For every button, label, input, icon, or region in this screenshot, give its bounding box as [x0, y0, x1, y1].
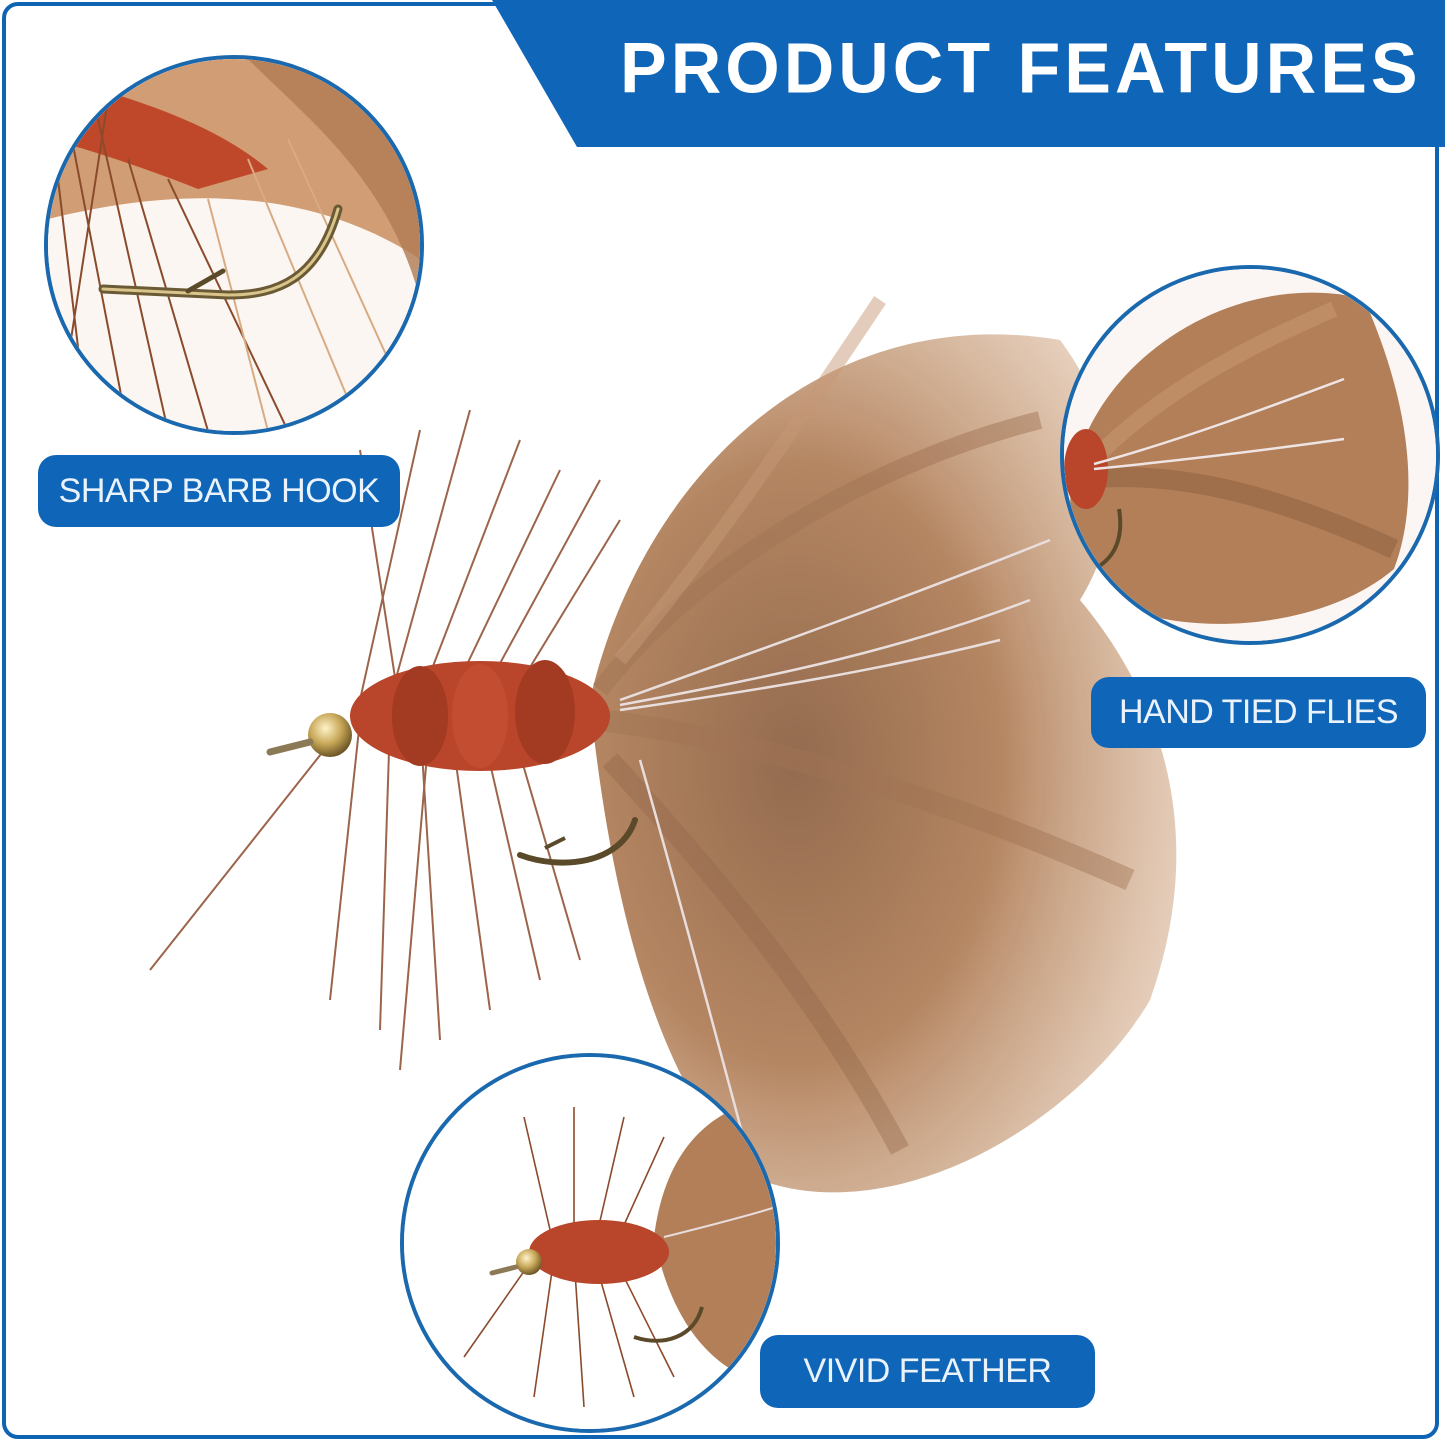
feature-label-sharp-barb-hook: SHARP BARB HOOK [38, 455, 400, 527]
whole-fly-closeup-icon [404, 1057, 776, 1429]
marabou-tail-closeup-icon [1064, 269, 1436, 641]
hackle-fibers [149, 409, 621, 1071]
feature-label-hand-tied-flies: HAND TIED FLIES [1091, 677, 1426, 748]
hook-eye [266, 738, 314, 756]
feature-circle-vivid-feather [400, 1053, 780, 1433]
header-banner [492, 0, 1445, 147]
hook-bend [517, 817, 638, 866]
chenille-body [350, 660, 610, 771]
feature-label-vivid-feather: VIVID FEATHER [760, 1335, 1095, 1408]
feature-circle-hand-tied [1060, 265, 1440, 645]
hook-closeup-icon [48, 59, 420, 431]
page-title: PRODUCT FEATURES [620, 28, 1422, 108]
feature-circle-hook [44, 55, 424, 435]
bead-head [308, 713, 352, 757]
